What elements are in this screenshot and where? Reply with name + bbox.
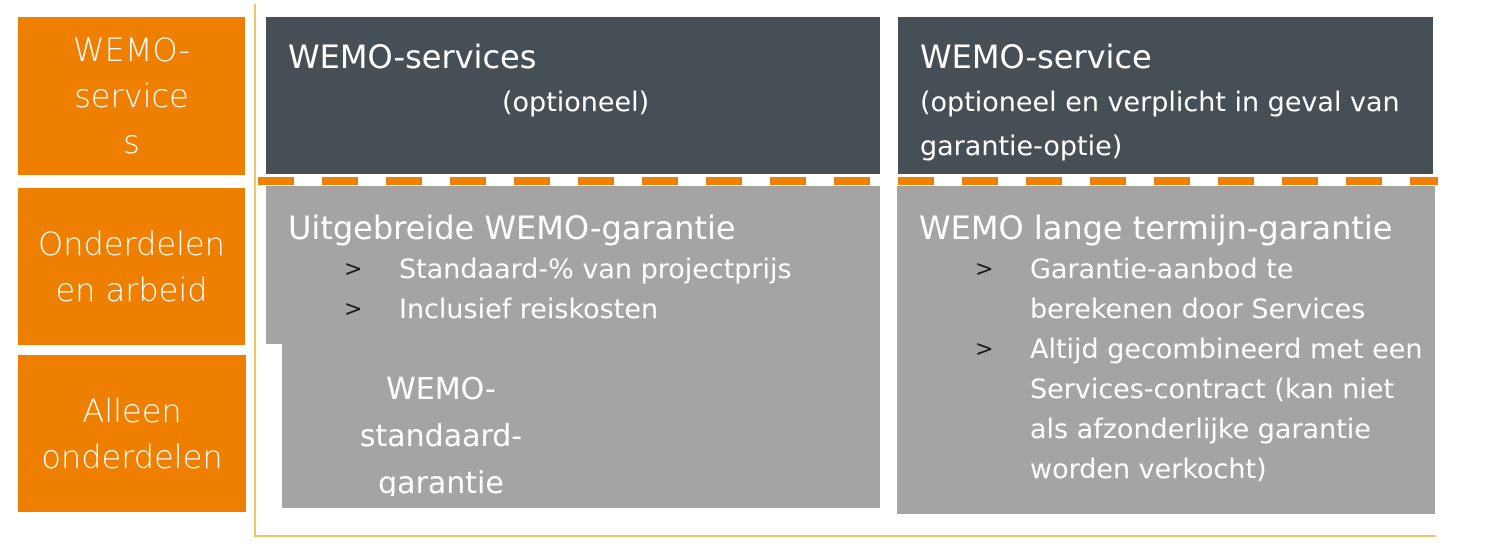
bullet-marker: > <box>975 257 994 282</box>
right-longterm-title: WEMO lange termijn-garantie <box>919 209 1393 247</box>
left-services-box: WEMO-services (optioneel) <box>266 17 880 174</box>
bullet-marker: > <box>344 297 363 322</box>
right-service-title: WEMO-service <box>920 38 1152 76</box>
row-label-parts-labor: Onderdelen en arbeid <box>18 188 245 345</box>
left-extended-box: Uitgebreide WEMO-garantie >Standaard-% v… <box>266 186 880 344</box>
right-service-subtitle: (optioneel en verplicht in geval van gar… <box>920 87 1400 162</box>
list-item: >Standaard-% van projectprijs <box>344 250 866 290</box>
left-standard-title: WEMO-standaard-garantie <box>359 372 523 496</box>
list-item: >Inclusief reiskosten <box>344 290 866 330</box>
right-service-box: WEMO-service (optioneel en verplicht in … <box>898 17 1433 174</box>
left-extended-bullets: >Standaard-% van projectprijs >Inclusief… <box>344 250 866 330</box>
right-longterm-bullets: >Garantie-aanbod te berekenen door Servi… <box>975 250 1425 490</box>
bullet-marker: > <box>344 257 363 282</box>
left-services-subtitle: (optioneel) <box>502 87 650 118</box>
left-standard-box: WEMO-standaard-garantie <box>282 322 880 508</box>
left-extended-title: Uitgebreide WEMO-garantie <box>288 209 736 247</box>
left-services-title: WEMO-services <box>288 38 537 76</box>
list-item: >Altijd gecombineerd met een Services-co… <box>975 330 1425 490</box>
vertical-axis-line <box>254 4 256 537</box>
dashed-divider <box>258 177 1438 185</box>
row-label-services: WEMO-services <box>18 17 245 175</box>
list-item: >Garantie-aanbod te berekenen door Servi… <box>975 250 1425 330</box>
row-label-parts-only: Alleen onderdelen <box>18 355 246 512</box>
bullet-marker: > <box>975 337 994 362</box>
right-longterm-box: WEMO lange termijn-garantie >Garantie-aa… <box>897 186 1435 514</box>
horizontal-axis-line <box>254 535 1436 537</box>
